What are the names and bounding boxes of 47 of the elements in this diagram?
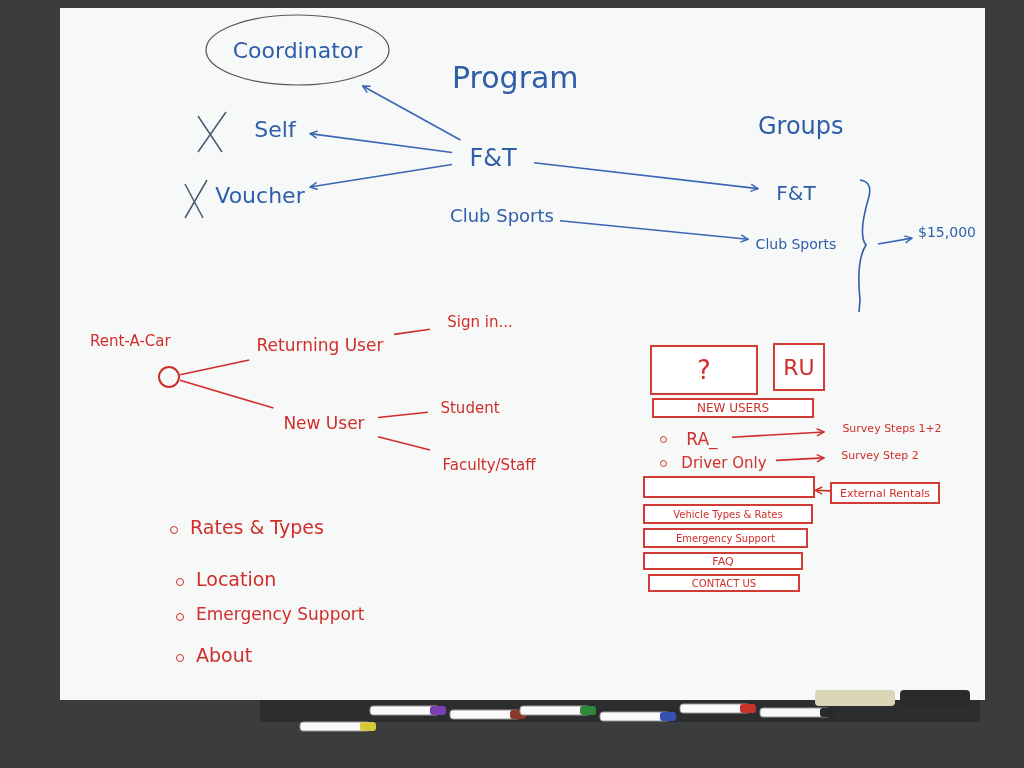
node-text: F&T [776,181,816,205]
box-node: FAQ [643,552,803,570]
node-text: Faculty/Staff [442,456,536,474]
node-text: Survey Step 2 [841,448,919,462]
connector-line [179,359,250,376]
connector-line [179,379,275,409]
node-text: Sign in... [447,313,513,331]
node-text: Club Sports [755,236,837,252]
node-text: $15,000 [918,224,976,240]
heading: Program [452,60,579,95]
list-item: Location [196,568,277,590]
arrow [814,486,831,495]
arrow [533,161,759,193]
node-text: New User [283,413,365,433]
box-node: NEW USERS [652,398,814,418]
arrow [309,130,453,154]
node-text: RA_ [686,429,718,449]
node-caption: Rent-A-Car [90,332,171,350]
list-item: Emergency Support [196,604,365,624]
node-text: Returning User [256,335,384,355]
box-node: Emergency Support [643,528,808,548]
arrow [559,219,749,243]
empty-box [643,476,815,498]
node-text: Voucher [215,182,305,208]
arrow [877,235,913,245]
box-node: ? [650,345,758,395]
box-node: Vehicle Types & Rates [643,504,813,524]
node-text: Driver Only [681,454,767,472]
connector-line [393,328,431,336]
heading: Groups [758,112,844,140]
arrow [775,453,825,463]
connector-line [377,435,431,451]
arrow [309,163,453,191]
box-node: RU [773,343,825,391]
list-item: Rates & Types [190,516,324,538]
arrow [361,85,462,141]
node-text: Student [440,399,500,417]
ellipse-label: Coordinator [232,37,363,63]
node-text: Survey Steps 1+2 [842,421,942,435]
node-text: Self [254,116,296,142]
node-text: Club Sports [450,204,554,226]
box-node: External Rentals [830,482,940,504]
connector-line [377,411,429,419]
list-item: About [196,644,253,666]
node-text: F&T [469,144,517,172]
box-node: CONTACT US [648,574,800,592]
arrow [731,428,825,439]
